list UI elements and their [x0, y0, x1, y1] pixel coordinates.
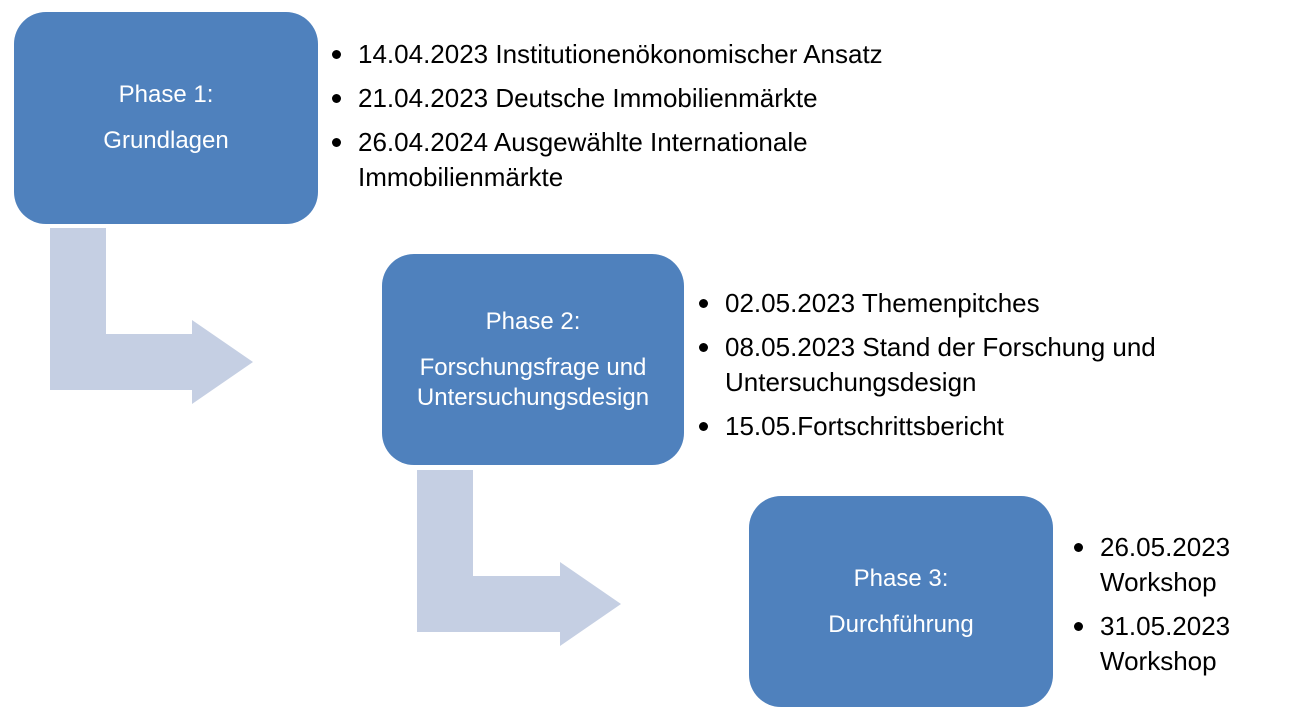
phase-3-box: Phase 3: Durchführung [749, 496, 1053, 707]
list-item: 02.05.2023 Themenpitches [697, 286, 1257, 321]
phase-3-title: Phase 3: [853, 564, 949, 592]
arrow-phase2-to-phase3 [417, 470, 621, 646]
phase-2-subtitle: Forschungsfrage und Untersuchungsdesign [416, 353, 650, 411]
list-item: 08.05.2023 Stand der Forschung und Unter… [697, 330, 1235, 400]
phase-1-title: Phase 1: [118, 81, 214, 108]
phase-3-subtitle: Durchführung [828, 610, 974, 638]
list-item: 26.05.2023 Workshop [1072, 530, 1262, 600]
list-item: 31.05.2023 Workshop [1072, 609, 1262, 679]
phase-1-list: 14.04.2023 Institutionenökonomischer Ans… [330, 37, 970, 204]
phase-2-box: Phase 2: Forschungsfrage und Untersuchun… [382, 254, 684, 465]
phase-3-list: 26.05.2023 Workshop 31.05.2023 Workshop [1072, 530, 1262, 688]
phase-2-list: 02.05.2023 Themenpitches 08.05.2023 Stan… [697, 286, 1257, 453]
phase-2-title: Phase 2: [485, 307, 581, 335]
arrow-phase1-to-phase2 [50, 228, 253, 404]
list-item: 15.05.Fortschrittsbericht [697, 409, 1257, 444]
list-item: 21.04.2023 Deutsche Immobilienmärkte [330, 81, 970, 116]
phase-1-box: Phase 1: Grundlagen [14, 12, 318, 224]
phase-1-subtitle: Grundlagen [103, 127, 229, 154]
list-item: 26.04.2024 Ausgewählte Internationale Im… [330, 125, 878, 195]
list-item: 14.04.2023 Institutionenökonomischer Ans… [330, 37, 970, 72]
